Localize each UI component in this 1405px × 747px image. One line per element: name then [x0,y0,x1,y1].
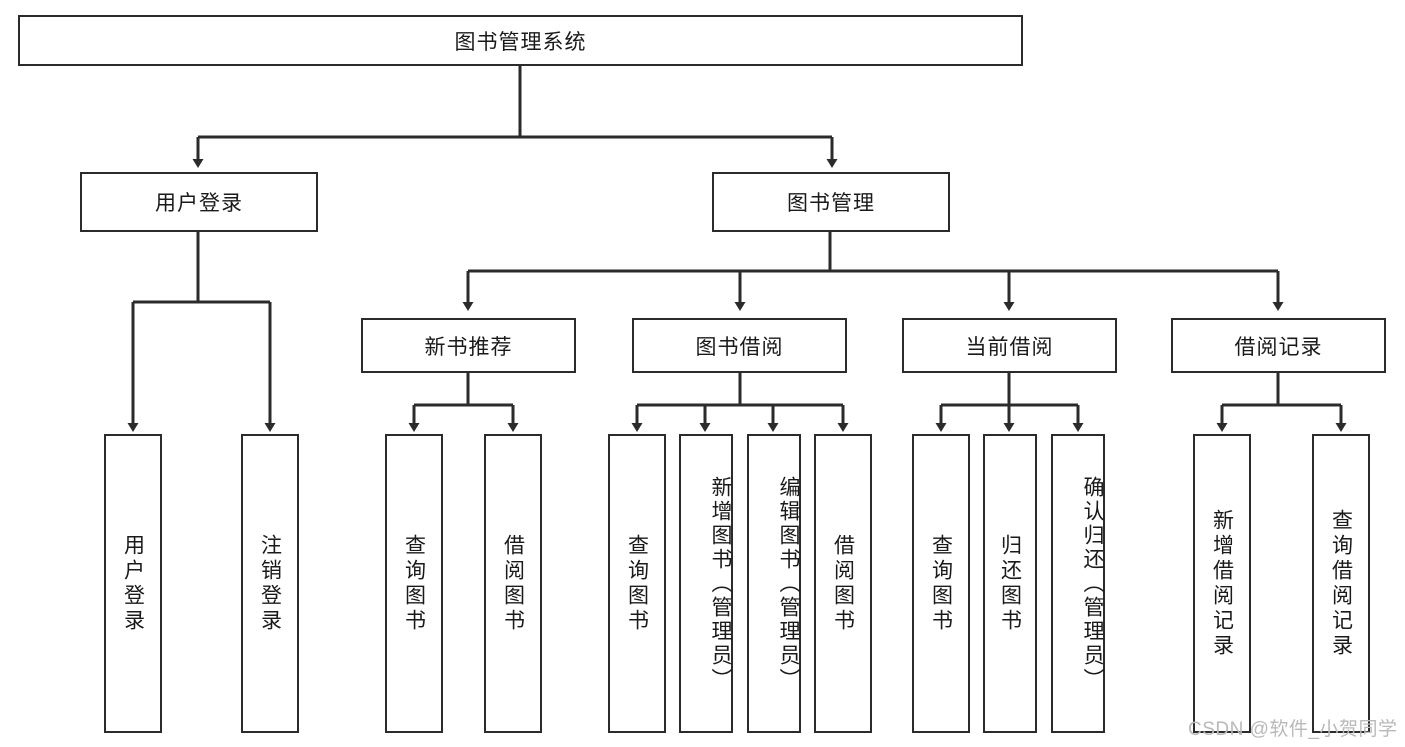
node-leaf-add-borrow-record-label: 新增借阅记录 [1210,508,1234,659]
node-leaf-query-book-3-label: 查询图书 [929,533,953,634]
node-new-book-recommend[interactable]: 新书推荐 [361,318,576,373]
node-leaf-logout[interactable]: 注销登录 [241,434,299,733]
node-leaf-logout-label: 注销登录 [258,533,282,634]
node-leaf-edit-book-admin-label: 编辑图书（管理员） [777,475,800,692]
node-book-borrow-label: 图书借阅 [695,335,784,359]
node-leaf-edit-book-admin[interactable]: 编辑图书（管理员） [747,434,801,733]
node-current-borrow[interactable]: 当前借阅 [902,318,1117,373]
node-book-management-label: 图书管理 [787,192,875,215]
node-borrow-records[interactable]: 借阅记录 [1171,318,1386,373]
node-leaf-return-book-label: 归还图书 [998,533,1022,634]
node-leaf-add-book-admin-label: 新增图书（管理员） [709,475,732,692]
node-leaf-user-login[interactable]: 用户登录 [104,434,162,733]
node-leaf-query-book-1[interactable]: 查询图书 [385,434,443,733]
node-leaf-borrow-book-2[interactable]: 借阅图书 [814,434,872,733]
node-leaf-borrow-book-2-label: 借阅图书 [831,533,855,634]
node-leaf-add-book-admin[interactable]: 新增图书（管理员） [679,434,733,733]
node-user-login-label: 用户登录 [155,192,243,215]
node-root[interactable]: 图书管理系统 [18,15,1023,66]
node-borrow-records-label: 借阅记录 [1234,335,1323,359]
node-leaf-query-book-1-label: 查询图书 [402,533,426,634]
node-leaf-user-login-label: 用户登录 [121,533,145,634]
node-leaf-query-borrow-record[interactable]: 查询借阅记录 [1312,434,1370,733]
node-leaf-add-borrow-record[interactable]: 新增借阅记录 [1193,434,1251,733]
node-leaf-query-borrow-record-label: 查询借阅记录 [1329,508,1353,659]
node-leaf-query-book-2[interactable]: 查询图书 [608,434,666,733]
node-leaf-query-book-3[interactable]: 查询图书 [912,434,970,733]
node-book-management[interactable]: 图书管理 [712,172,950,232]
node-leaf-confirm-return-admin-label: 确认归还（管理员） [1081,475,1104,692]
node-leaf-return-book[interactable]: 归还图书 [983,434,1037,733]
node-user-login[interactable]: 用户登录 [80,172,318,232]
node-leaf-confirm-return-admin[interactable]: 确认归还（管理员） [1051,434,1105,733]
node-leaf-query-book-2-label: 查询图书 [625,533,649,634]
node-root-label: 图书管理系统 [454,30,587,54]
node-new-book-recommend-label: 新书推荐 [424,335,513,359]
node-current-borrow-label: 当前借阅 [965,335,1054,359]
node-leaf-borrow-book-1[interactable]: 借阅图书 [484,434,542,733]
node-leaf-borrow-book-1-label: 借阅图书 [501,533,525,634]
node-book-borrow[interactable]: 图书借阅 [632,318,847,373]
csdn-watermark: CSDN @软件_小贺同学 [1188,719,1398,740]
